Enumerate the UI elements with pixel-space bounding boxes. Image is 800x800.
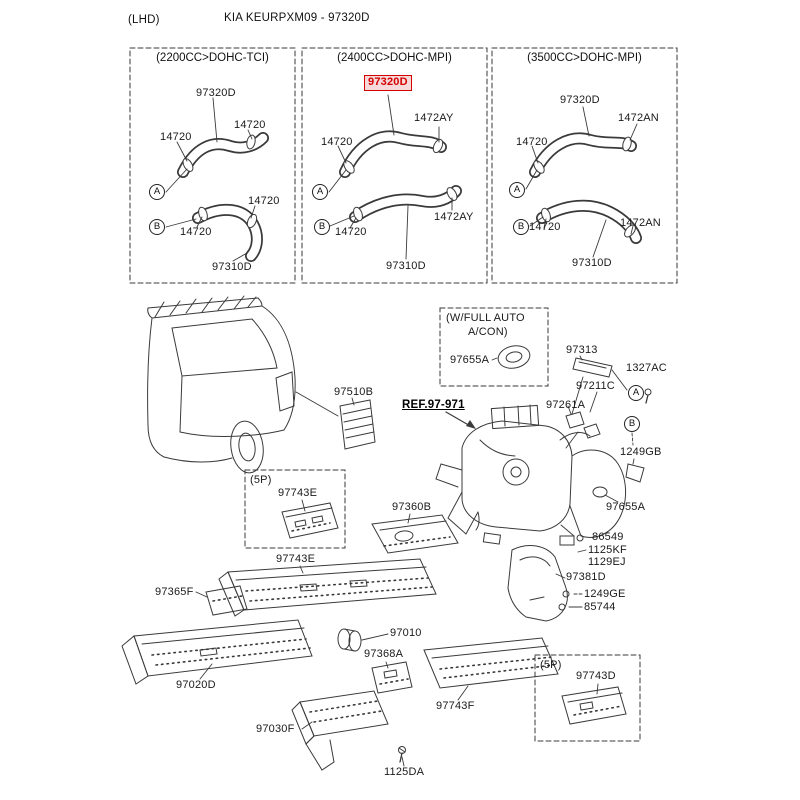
part-label-97320d-highlighted[interactable]: 97320D [364,75,412,91]
part-label-97743d-5p[interactable]: 97743D [576,670,616,682]
motor-97010-art [337,628,389,652]
part-label-97010[interactable]: 97010 [390,627,422,639]
bracket-97313-art [565,355,652,483]
part-label-97310d-p2[interactable]: 97310D [386,260,426,272]
vent-97510b-art [339,397,376,450]
part-label-1129ej[interactable]: 1129EJ [588,556,626,568]
callout-b-main: B [624,416,640,432]
hose-art-panel3 [525,106,642,258]
full-auto-box-title-line2: A/CON) [468,326,508,338]
part-label-97655a-fullauto[interactable]: 97655A [450,354,490,366]
callout-b-p1: B [149,219,165,235]
duct-97360b-art [371,513,459,554]
panel-box-2400 [301,47,488,284]
panel-title-2200: (2200CC>DOHC-TCI) [156,52,269,64]
part-label-14720-p3-bl[interactable]: 14720 [529,221,561,233]
screw-1125da-art [398,746,406,767]
panel-box-2200 [129,47,296,284]
ref-arrow-art [445,411,476,429]
part-label-85744[interactable]: 85744 [584,601,616,613]
part-label-97360b[interactable]: 97360B [392,501,432,513]
hose-art-panel1 [165,97,269,262]
duct-97743e-art [218,558,437,617]
hose-art-panel2 [328,94,462,260]
part-label-1472ay-p2-br[interactable]: 1472AY [434,211,474,223]
part-label-1125kf[interactable]: 1125KF [588,544,627,556]
part-label-1472ay-p2-tr[interactable]: 1472AY [414,112,454,124]
part-label-97310d-p3[interactable]: 97310D [572,257,612,269]
drive-config-label: (LHD) [128,14,160,26]
fivep-right-title: (5P) [540,659,562,671]
callout-a-p1: A [149,184,165,200]
callout-a-p2: A [312,184,328,200]
part-label-97743e-5p[interactable]: 97743E [278,487,318,499]
callout-a-main: A [628,385,644,401]
page-title: KIA KEURPXM09 - 97320D [224,12,370,24]
part-label-97368a[interactable]: 97368A [364,648,404,660]
part-label-14720-p2-bl[interactable]: 14720 [335,226,367,238]
ref-link-97-971[interactable]: REF.97-971 [402,399,465,411]
part-label-1249ge[interactable]: 1249GE [584,588,626,600]
part-label-14720-p1-bl[interactable]: 14720 [180,226,212,238]
bracket-97368a-art [371,661,413,694]
vehicle-rear-art [147,295,339,474]
part-label-97743f[interactable]: 97743F [436,700,475,712]
bracket-97365f-art [195,585,248,616]
part-label-86549[interactable]: 86549 [592,531,624,543]
callout-b-p2: B [314,219,330,235]
part-label-97030f[interactable]: 97030F [256,723,295,735]
full-auto-box-art [439,307,549,387]
panel-title-2400: (2400CC>DOHC-MPI) [337,52,452,64]
fivep-left-title: (5P) [250,474,272,486]
part-label-1472an-p3-br[interactable]: 1472AN [620,217,661,229]
part-label-14720-p1-br[interactable]: 14720 [248,195,280,207]
part-label-1327ac[interactable]: 1327AC [626,362,667,374]
part-label-1249gb[interactable]: 1249GB [620,446,662,458]
duct-97030f-art [291,690,389,771]
part-label-97310d-p1[interactable]: 97310D [212,261,252,273]
part-label-97365f[interactable]: 97365F [155,586,194,598]
part-label-97743e[interactable]: 97743E [276,553,316,565]
duct-97020d-art [121,619,313,685]
fivep-left-art [244,469,346,549]
part-label-97655a[interactable]: 97655A [606,501,646,513]
panel-box-3500 [491,47,678,284]
part-label-97320d-p1[interactable]: 97320D [196,87,236,99]
fivep-right-art [534,654,641,742]
part-label-14720-p1-tl[interactable]: 14720 [160,131,192,143]
part-label-97381d[interactable]: 97381D [566,571,606,583]
part-label-14720-p2-tl[interactable]: 14720 [321,136,353,148]
full-auto-box-title-line1: (W/FULL AUTO [446,312,525,324]
part-label-97313[interactable]: 97313 [566,344,598,356]
callout-b-p3: B [513,219,529,235]
part-label-97510b[interactable]: 97510B [334,386,374,398]
heater-unit-art [435,404,627,553]
part-label-97211c[interactable]: 97211C [576,380,615,392]
part-label-97320d-p3[interactable]: 97320D [560,94,600,106]
part-label-97261a[interactable]: 97261A [546,399,586,411]
part-label-97020d[interactable]: 97020D [176,679,216,691]
part-label-14720-p1-tr[interactable]: 14720 [234,119,266,131]
part-label-14720-p3-tl[interactable]: 14720 [516,136,548,148]
part-label-1125da[interactable]: 1125DA [384,766,425,778]
callout-a-p3: A [509,182,525,198]
duct-97743f-art [423,637,559,701]
duct-97381d-art [507,545,583,622]
panel-title-3500: (3500CC>DOHC-MPI) [527,52,642,64]
part-label-1472an-p3-tr[interactable]: 1472AN [618,112,659,124]
